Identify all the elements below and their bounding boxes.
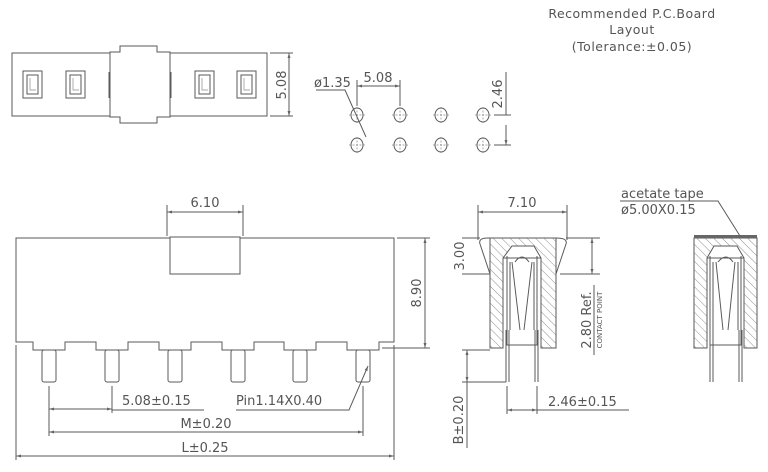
pin-size-label: Pin1.14X0.40 [236,394,322,409]
pcb-layout: ø1.35 5.08 2.46 [314,71,511,153]
height-dim: 8.90 [410,279,425,308]
side-width-dim: 7.10 [508,196,537,211]
front-view: 6.10 8.90 5.08±0.15 Pin1.14X0.40 M±0.20 … [15,196,430,460]
title-line-2: Layout [609,22,655,37]
contact-window [22,70,257,99]
hole-diameter-label: ø1.35 [314,76,351,91]
top-depth-dim: 3.00 [453,242,468,271]
pcb-layout-title: Recommended P.C.Board Layout (Tolerance:… [548,6,715,54]
acetate-tape [694,235,757,238]
side-section-view: 7.10 3.00 2.80 Ref. CONTACT POINT B±0.20… [452,196,629,448]
top-height-dim: 5.08 [275,71,290,100]
m-dim: M±0.20 [180,417,231,432]
title-line-1: Recommended P.C.Board [548,6,715,21]
pcb-hole [350,107,490,153]
pin-length-dim: B±0.20 [452,396,467,445]
row-spacing-dim: 2.46 [491,80,506,109]
contact-depth-dim: 2.80 Ref. [580,291,595,348]
top-view: 5.08 [11,45,293,124]
pin-pitch-dim: 5.08±0.15 [122,394,191,409]
pin [41,349,371,383]
hole-pitch-dim: 5.08 [364,71,393,86]
contact-point-label: CONTACT POINT [596,291,604,348]
l-dim: L±0.25 [181,441,228,456]
pin-spacing-dim: 2.46±0.15 [548,395,617,410]
tape-section-view: acetate tape ø5.00X0.15 [620,187,758,382]
tape-label: acetate tape [621,187,704,202]
title-line-3: (Tolerance:±0.05) [572,39,692,54]
tape-size-label: ø5.00X0.15 [621,203,696,218]
tab-width-dim: 6.10 [191,196,220,211]
